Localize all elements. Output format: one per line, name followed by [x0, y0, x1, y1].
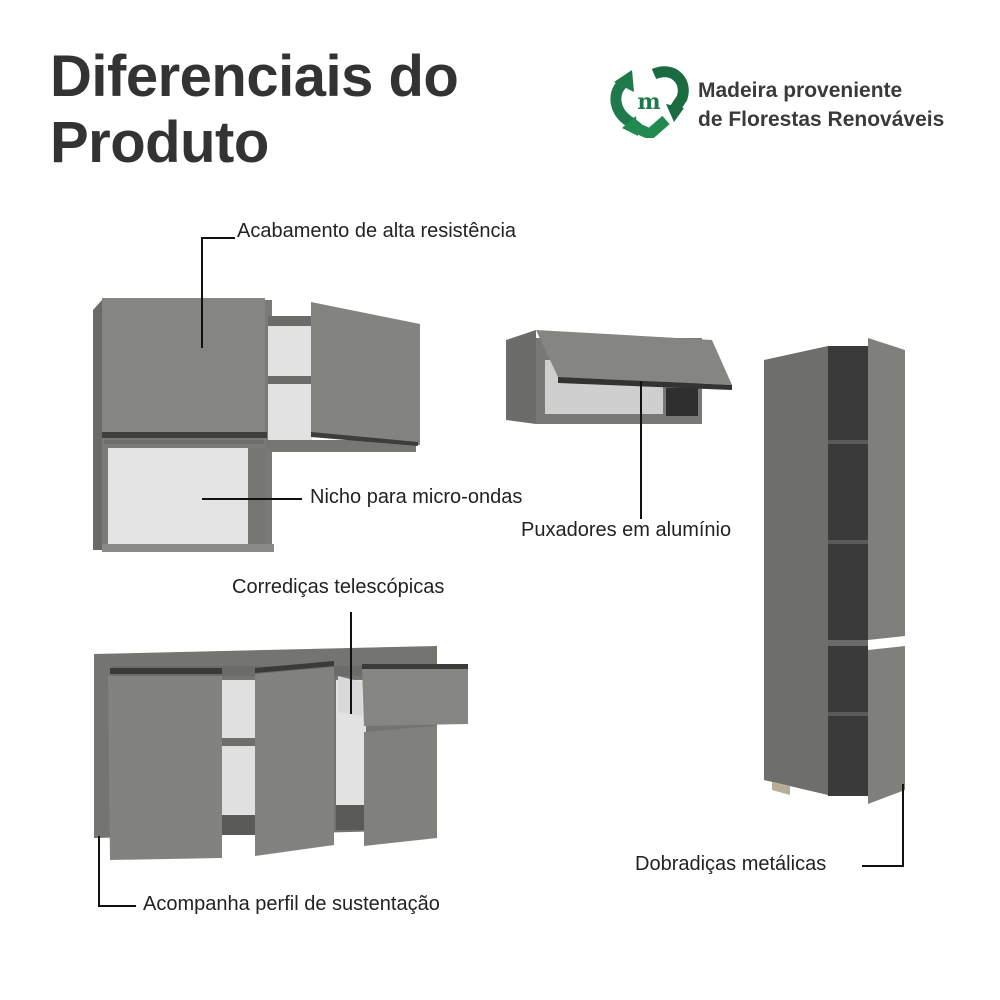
svg-text:m: m — [637, 89, 660, 115]
feature-label-nicho: Nicho para micro-ondas — [310, 486, 523, 508]
title-line-1: Diferenciais do — [50, 44, 459, 109]
leader-line-nicho — [202, 498, 302, 500]
feature-label-perfil: Acompanha perfil de sustentação — [143, 893, 440, 915]
page-title: Diferenciais do Produto — [50, 44, 459, 176]
recycle-heart-m-icon: m — [610, 66, 689, 138]
title-line-2: Produto — [50, 110, 269, 175]
feature-label-dobradicas: Dobradiças metálicas — [635, 853, 827, 875]
badge-text: Madeira proveniente de Florestas Renováv… — [698, 76, 944, 134]
feature-label-corredicas: Corrediças telescópicas — [232, 576, 445, 598]
leader-line-dobradicas-v — [902, 784, 904, 866]
base-cabinet — [94, 646, 468, 860]
upper-cabinet-microwave — [93, 298, 420, 552]
badge-line-2: de Florestas Renováveis — [698, 108, 945, 131]
feature-label-puxadores: Puxadores em alumínio — [521, 519, 732, 541]
upper-cabinet-lift-door — [506, 330, 732, 424]
leader-line-acabamento-h — [201, 237, 235, 239]
leader-line-perfil-h — [98, 905, 136, 907]
renewable-wood-badge: m Madeira proveniente de Florestas Renov… — [608, 64, 988, 144]
feature-label-acabamento: Acabamento de alta resistência — [237, 220, 517, 242]
leader-line-perfil-v — [98, 836, 100, 906]
badge-line-1: Madeira proveniente — [698, 79, 903, 102]
tall-pantry-cabinet — [764, 338, 905, 804]
leader-line-puxadores — [640, 381, 642, 519]
leader-line-acabamento-v — [201, 237, 203, 348]
leader-line-dobradicas-h — [862, 865, 904, 867]
leader-line-corredicas — [350, 612, 352, 714]
